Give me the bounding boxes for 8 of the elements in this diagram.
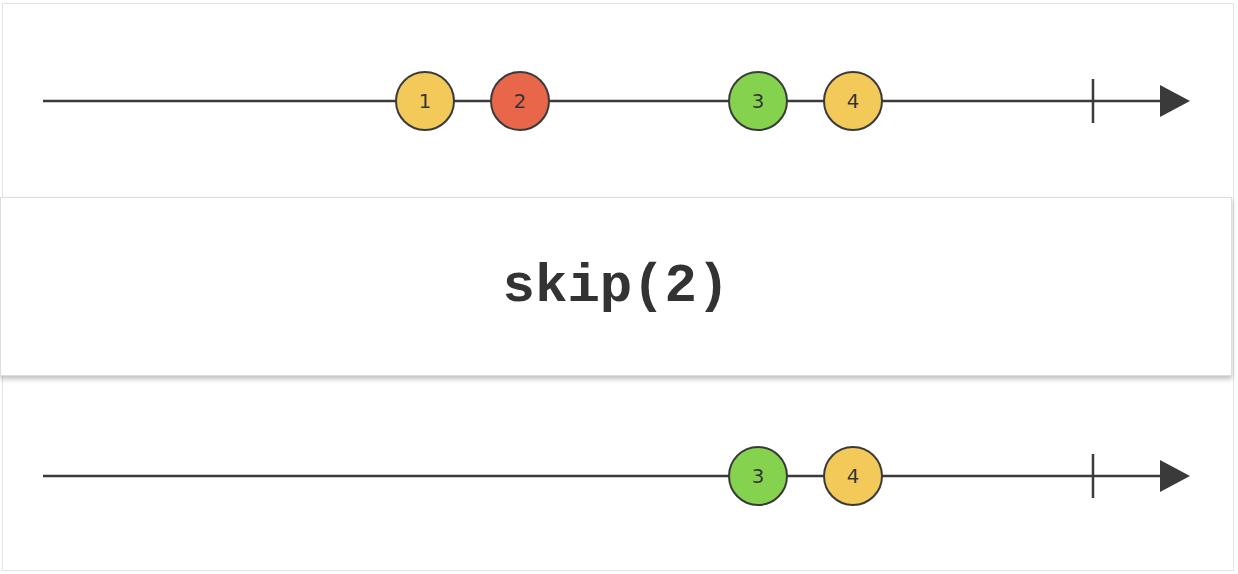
marble-value: 4: [846, 464, 860, 488]
operator-label: skip(2): [502, 256, 730, 317]
marble-value: 3: [751, 89, 765, 113]
operator-box: [0, 197, 1232, 376]
marble-value: 1: [418, 89, 432, 113]
marble-value: 4: [846, 89, 860, 113]
marble-value: 2: [513, 89, 527, 113]
marble-value: 3: [751, 464, 765, 488]
